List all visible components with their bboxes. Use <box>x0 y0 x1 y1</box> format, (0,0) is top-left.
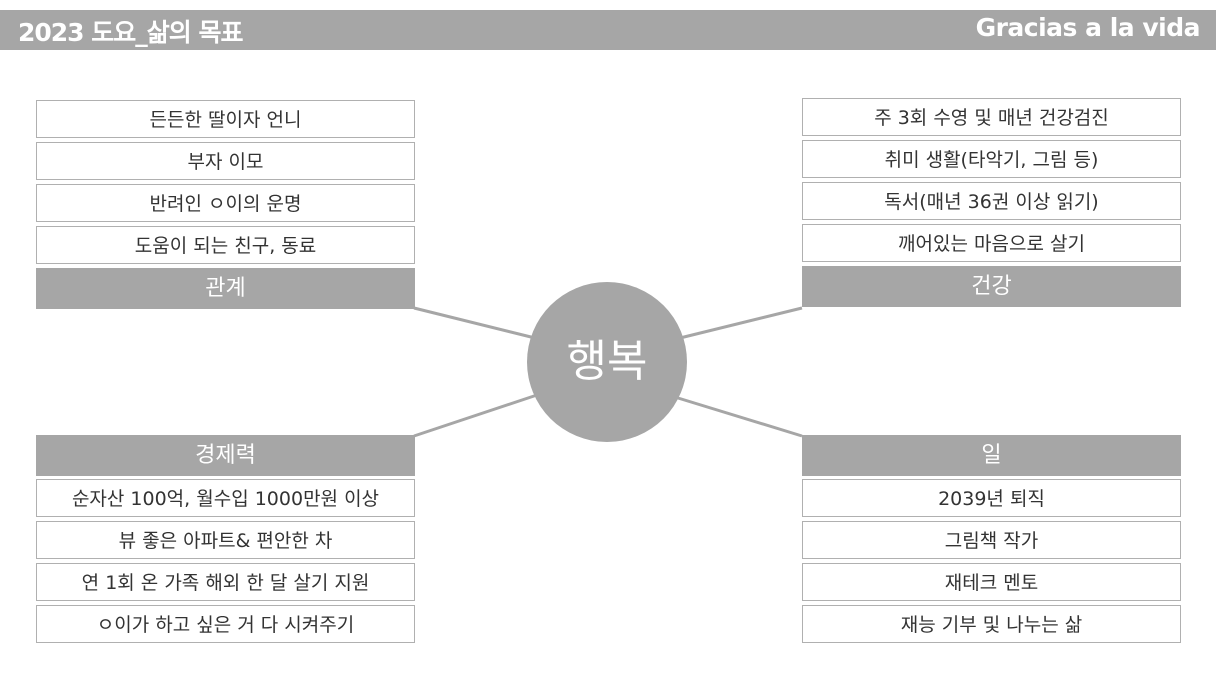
group-economy: 경제력 순자산 100억, 월수입 1000만원 이상 뷰 좋은 아파트& 편안… <box>36 435 415 647</box>
group-relationship: 든든한 딸이자 언니 부자 이모 반려인 ㅇ이의 운명 도움이 되는 친구, 동… <box>36 100 415 312</box>
goal-item: 독서(매년 36권 이상 읽기) <box>802 182 1181 220</box>
connector-economy <box>413 393 538 438</box>
group-health: 주 3회 수영 및 매년 건강검진 취미 생활(타악기, 그림 등) 독서(매년… <box>802 98 1181 310</box>
goal-item: 재테크 멘토 <box>802 563 1181 601</box>
group-title: 일 <box>802 435 1181 476</box>
goal-item: 부자 이모 <box>36 142 415 180</box>
goal-item: 2039년 퇴직 <box>802 479 1181 517</box>
group-work: 일 2039년 퇴직 그림책 작가 재테크 멘토 재능 기부 및 나누는 삶 <box>802 435 1181 647</box>
center-circle: 행복 <box>527 282 687 442</box>
goal-item: 반려인 ㅇ이의 운명 <box>36 184 415 222</box>
goal-item: 주 3회 수영 및 매년 건강검진 <box>802 98 1181 136</box>
connector-relationship <box>413 306 536 340</box>
page-subtitle: Gracias a la vida <box>975 13 1201 42</box>
group-title: 건강 <box>802 266 1181 307</box>
goal-item: 연 1회 온 가족 해외 한 달 살기 지원 <box>36 563 415 601</box>
page-title: 2023 도요_삶의 목표 <box>18 18 243 47</box>
goal-item: 재능 기부 및 나누는 삶 <box>802 605 1181 643</box>
group-title: 관계 <box>36 268 415 309</box>
group-title: 경제력 <box>36 435 415 476</box>
connector-work <box>677 396 803 438</box>
header-bar: 2023 도요_삶의 목표 Gracias a la vida <box>0 10 1216 50</box>
goal-item: 도움이 되는 친구, 동료 <box>36 226 415 264</box>
goal-item: 취미 생활(타악기, 그림 등) <box>802 140 1181 178</box>
goal-item: 든든한 딸이자 언니 <box>36 100 415 138</box>
goal-item: 순자산 100억, 월수입 1000만원 이상 <box>36 479 415 517</box>
goal-item: 뷰 좋은 아파트& 편안한 차 <box>36 521 415 559</box>
goal-item: ㅇ이가 하고 싶은 거 다 시켜주기 <box>36 605 415 643</box>
connector-health <box>679 306 803 340</box>
goal-item: 깨어있는 마음으로 살기 <box>802 224 1181 262</box>
goal-item: 그림책 작가 <box>802 521 1181 559</box>
